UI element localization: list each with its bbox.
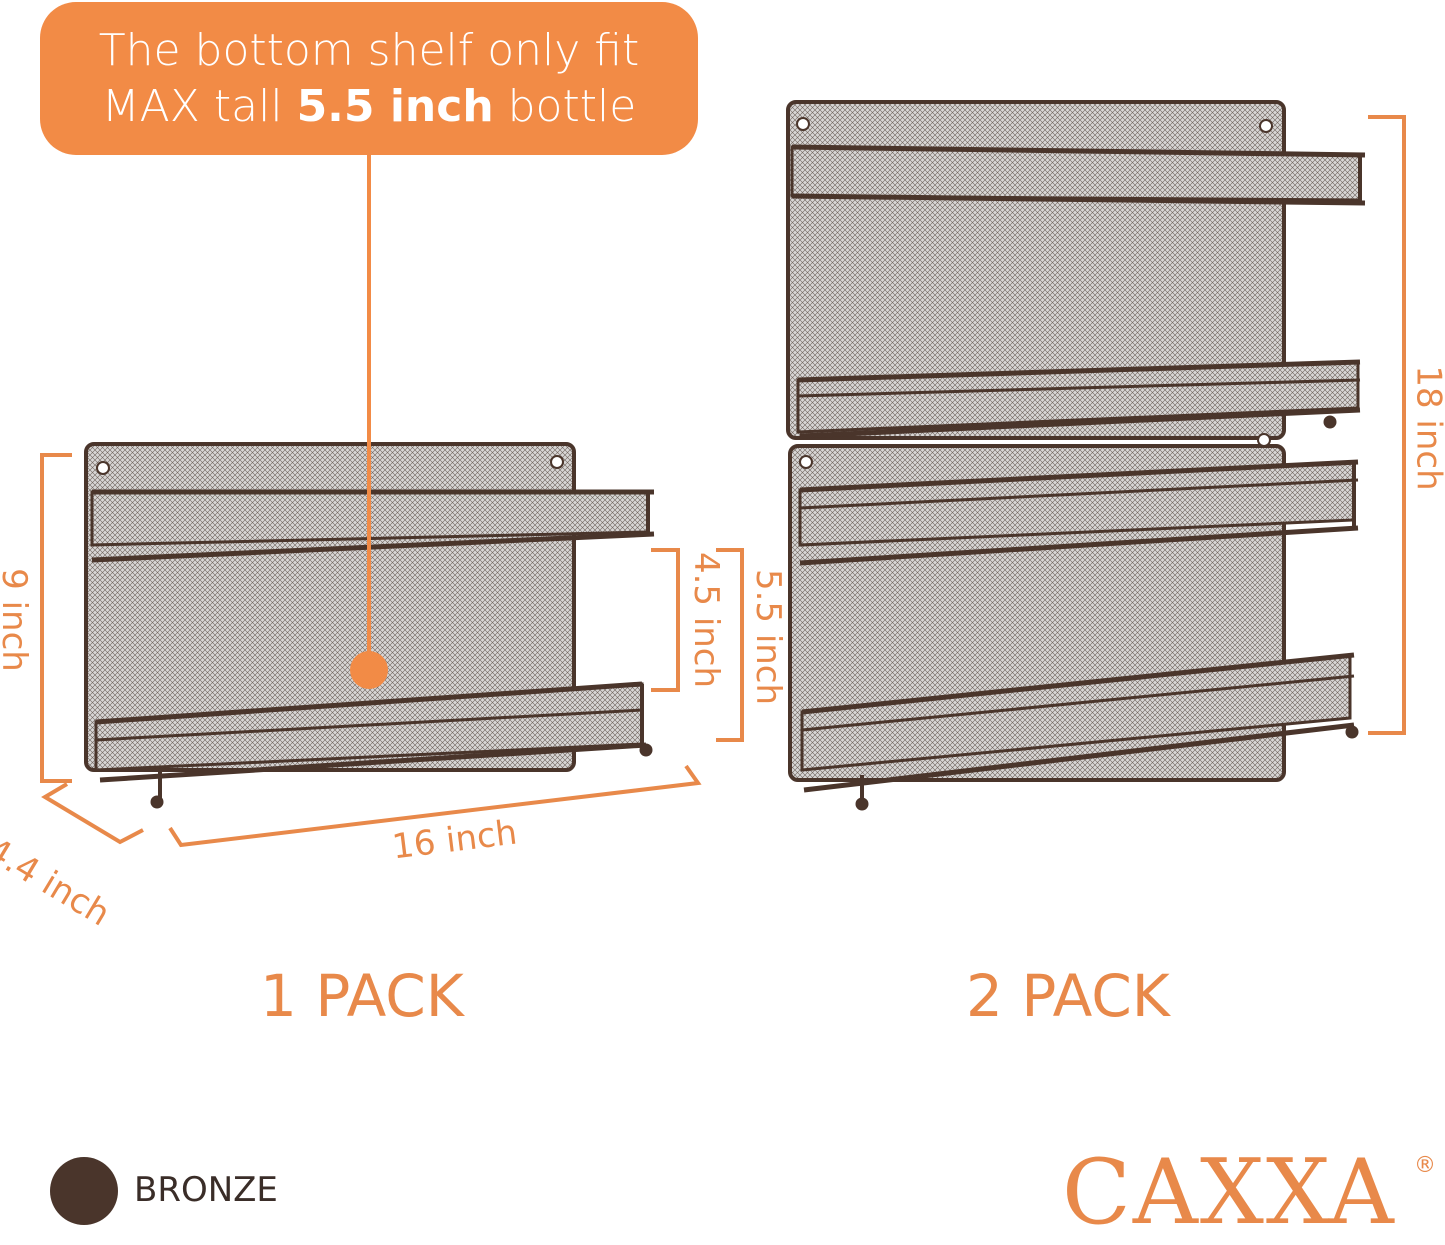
spice-rack-double bbox=[786, 100, 1366, 811]
callout-line-2-suffix: bottle bbox=[493, 80, 637, 132]
color-swatch-bronze bbox=[50, 1157, 118, 1225]
dim-label-5-5-inch: 5.5 inch bbox=[748, 568, 789, 706]
dim-label-9-inch: 9 inch bbox=[0, 568, 34, 672]
color-label: BRONZE bbox=[134, 1170, 278, 1210]
callout-line-2: MAX tall 5.5 inch bottle bbox=[40, 79, 698, 135]
spice-rack-single bbox=[84, 442, 655, 809]
callout-line-1: The bottom shelf only fit bbox=[98, 24, 640, 76]
pack-label-1: 1 PACK bbox=[260, 962, 464, 1030]
callout-line-2-prefix: MAX tall bbox=[101, 80, 297, 132]
pack-label-2: 2 PACK bbox=[966, 962, 1170, 1030]
bottle-height-callout: The bottom shelf only fit MAX tall 5.5 i… bbox=[40, 2, 698, 155]
registered-mark: ® bbox=[1414, 1153, 1436, 1178]
callout-pointer bbox=[350, 150, 388, 689]
dim-label-18-inch: 18 inch bbox=[1408, 365, 1445, 491]
callout-line-2-bold: 5.5 inch bbox=[296, 80, 494, 132]
dimension-lines bbox=[40, 115, 1406, 848]
dim-label-4-5-inch: 4.5 inch bbox=[686, 551, 727, 689]
brand-logo: CAXXA bbox=[1062, 1140, 1396, 1245]
